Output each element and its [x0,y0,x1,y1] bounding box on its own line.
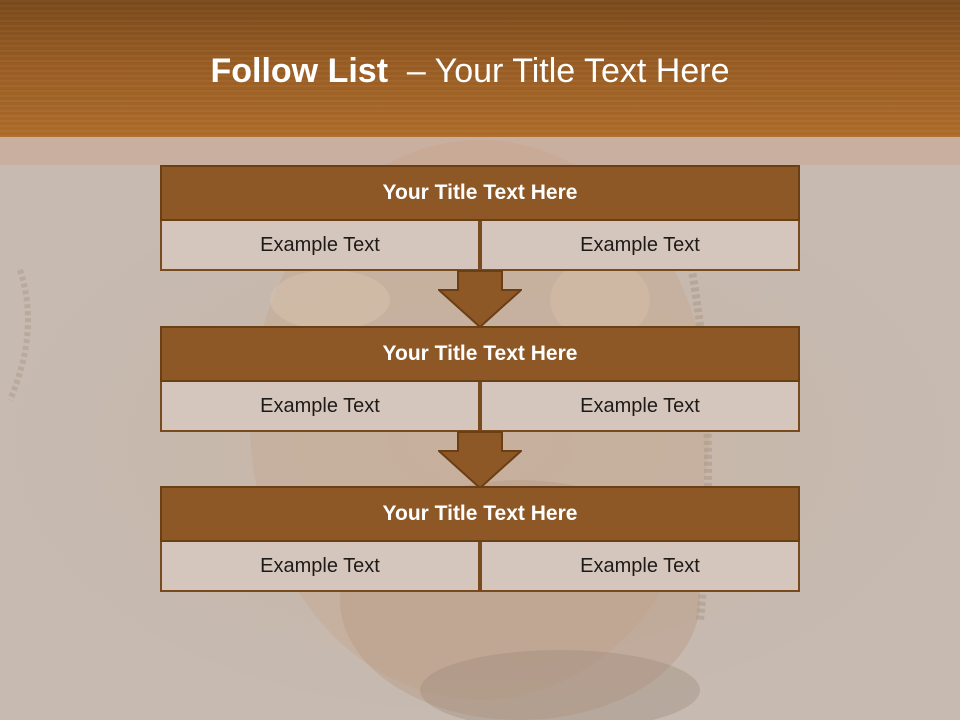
block-cell-left: Example Text [160,382,480,432]
list-block-3: Your Title Text Here Example Text Exampl… [160,486,800,592]
header-sub-band [0,137,960,165]
down-arrow-icon [438,431,522,489]
slide-title: Follow List – Your Title Text Here [0,52,940,91]
list-block-1: Your Title Text Here Example Text Exampl… [160,165,800,271]
block-cell-right: Example Text [480,542,800,592]
slide-title-bold: Follow List [210,52,389,90]
block-cell-left: Example Text [160,542,480,592]
list-block-2: Your Title Text Here Example Text Exampl… [160,326,800,432]
block-row: Example Text Example Text [160,542,800,592]
block-cell-left: Example Text [160,221,480,271]
block-cell-right: Example Text [480,221,800,271]
slide-title-rest: – Your Title Text Here [388,52,730,90]
block-row: Example Text Example Text [160,382,800,432]
header-texture [0,0,960,137]
block-title: Your Title Text Here [160,165,800,221]
block-cell-right: Example Text [480,382,800,432]
block-title: Your Title Text Here [160,326,800,382]
block-row: Example Text Example Text [160,221,800,271]
header-band [0,0,960,137]
down-arrow-icon [438,270,522,328]
block-title: Your Title Text Here [160,486,800,542]
